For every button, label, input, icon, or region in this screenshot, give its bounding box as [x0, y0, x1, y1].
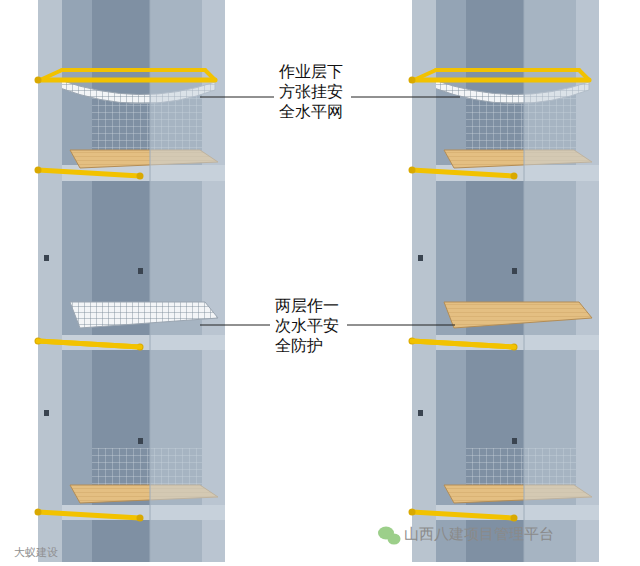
callout-label: 两层作一次水平安全防护: [275, 296, 341, 356]
callout-label: 作业层下方张挂安全水平网: [279, 62, 345, 122]
watermark: 大蚁建设: [14, 546, 58, 560]
watermark: 山西八建项目管理平台: [404, 525, 554, 543]
